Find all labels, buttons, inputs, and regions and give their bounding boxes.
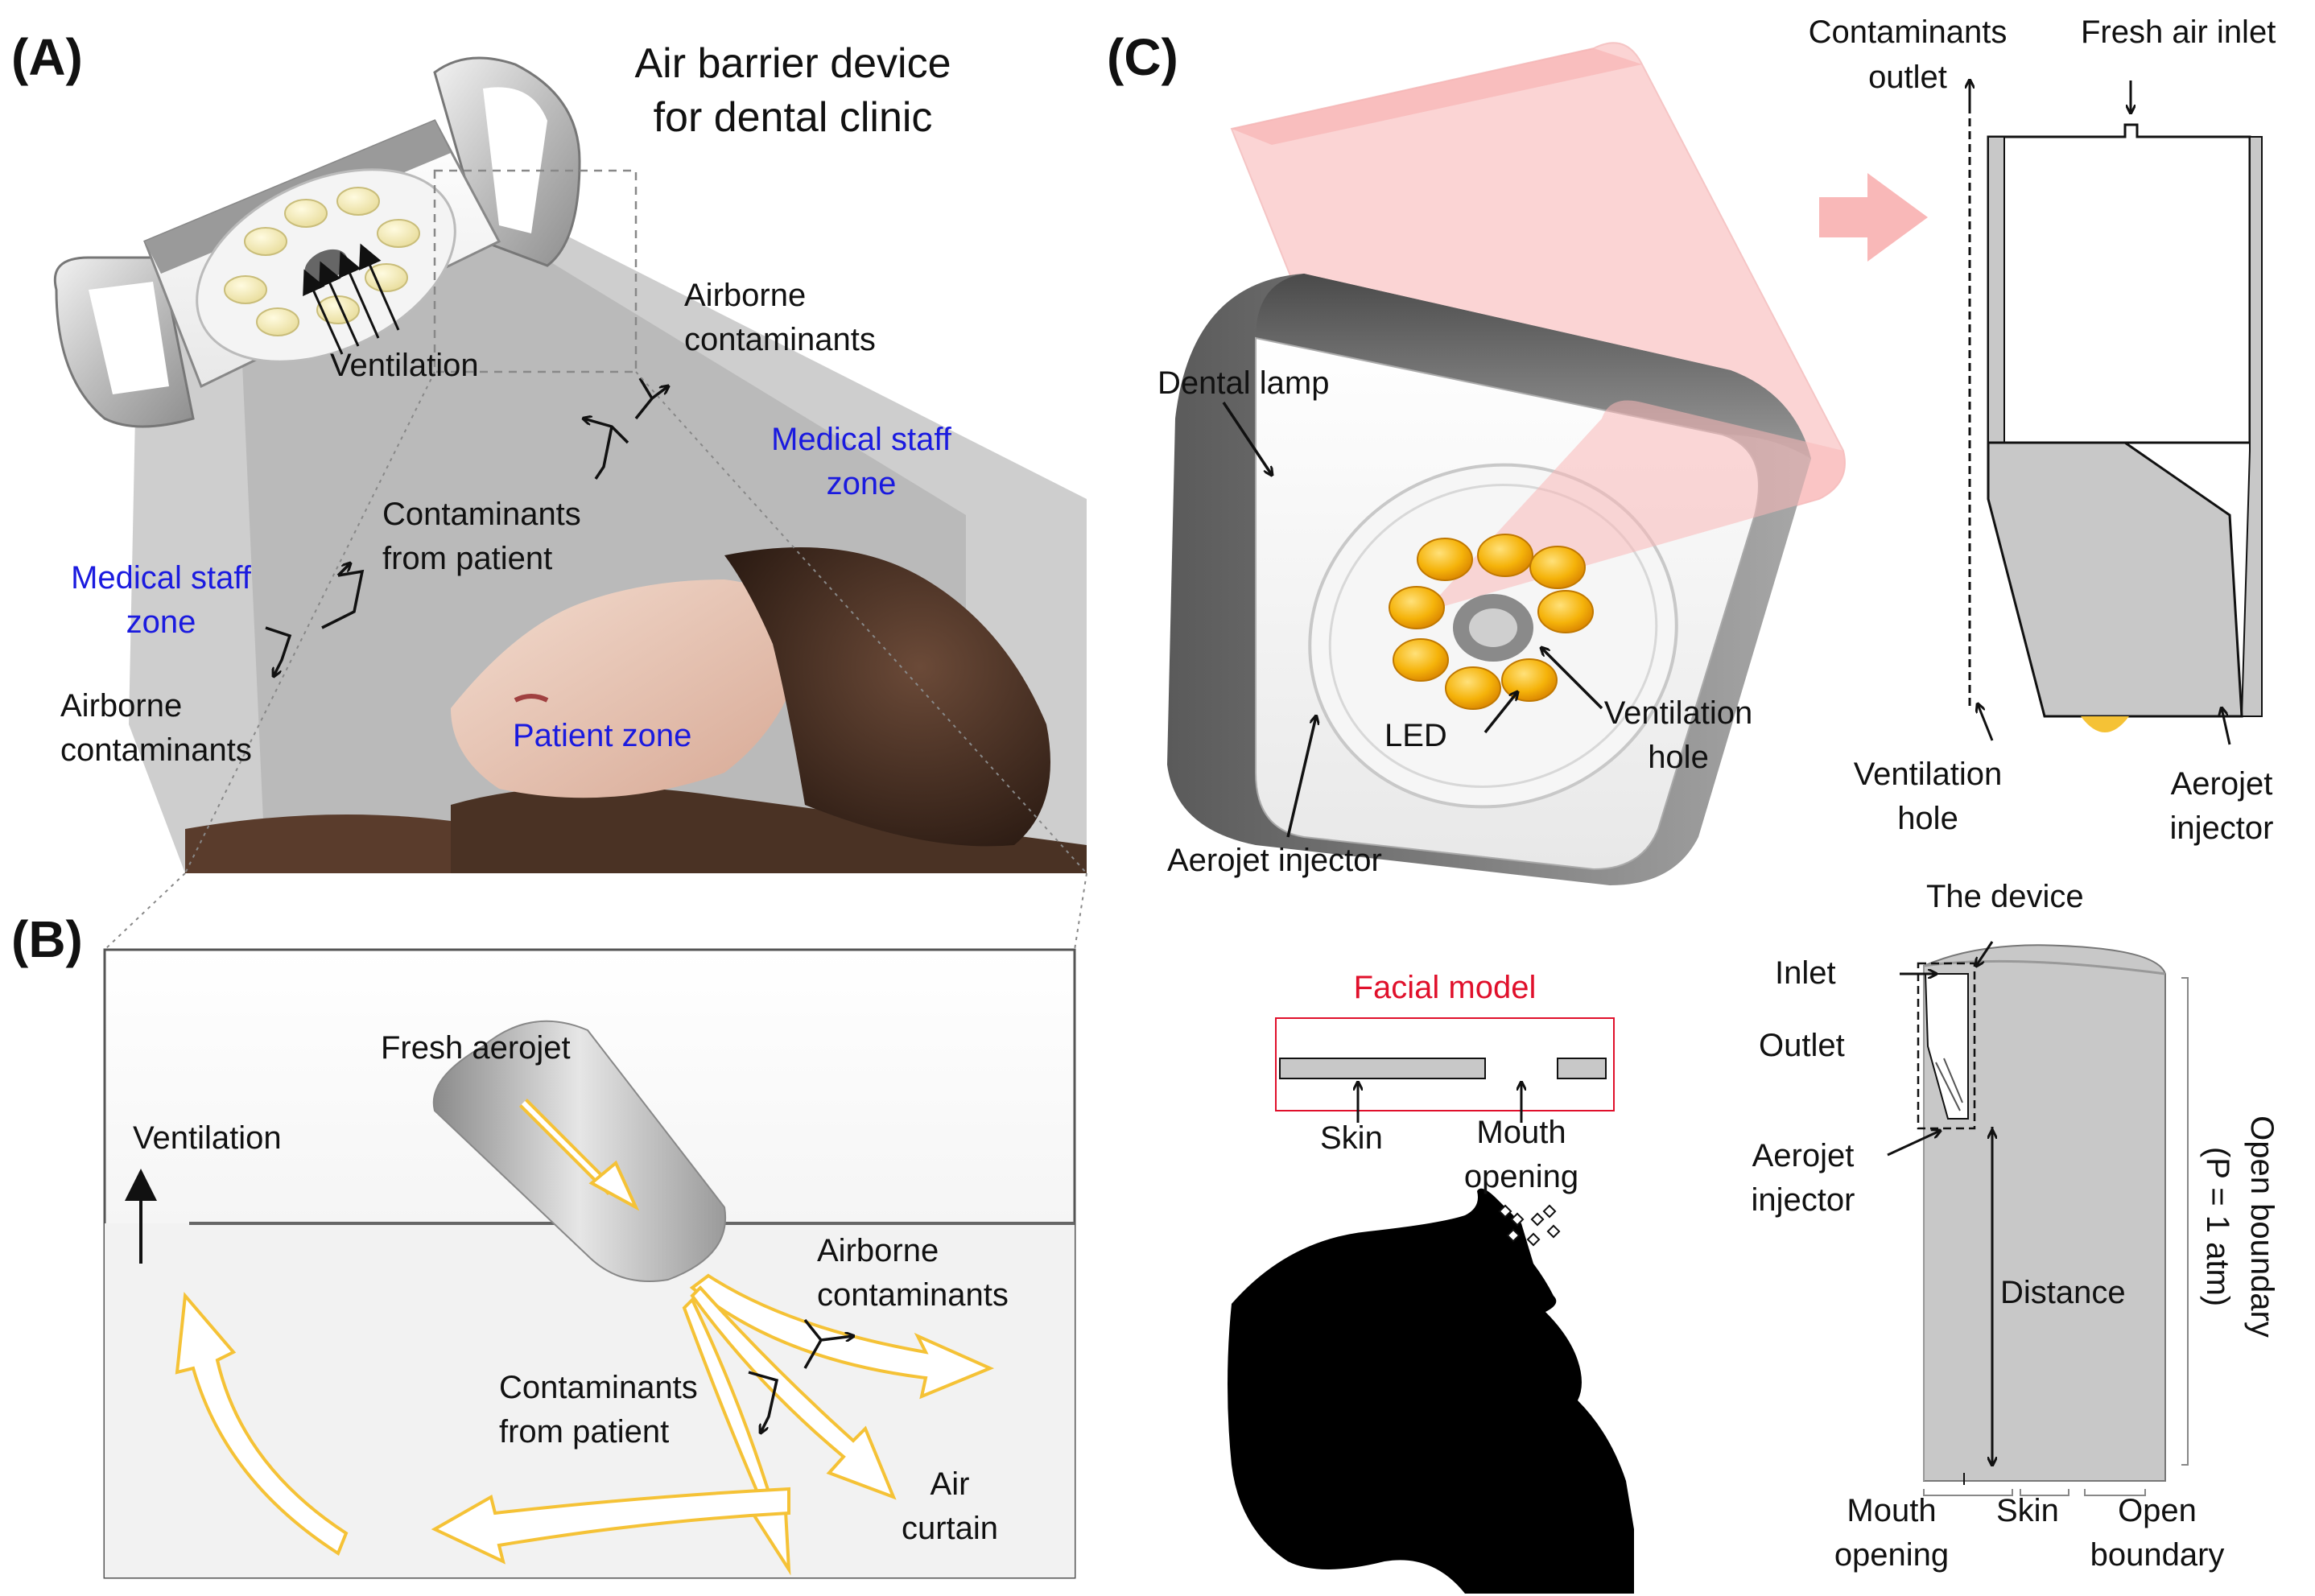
staff-zone-right-2: zone [826,466,897,501]
staff-zone-left-2: zone [126,604,196,640]
vent-hole-label-2: hole [1648,740,1709,775]
skin-label-face: Skin [1320,1120,1383,1156]
contam-outlet-label-2: outlet [1868,60,1947,95]
air-curtain-label-2: curtain [901,1511,999,1546]
bottom-mouth-label-2: opening [1834,1537,1950,1573]
outlet-label: Outlet [1759,1028,1845,1063]
bottom-skin-label: Skin [1996,1493,2059,1528]
pink-arrow [1819,173,1928,262]
airborne-left-label-2: contaminants [60,732,252,768]
contam-outlet-label-1: Contaminants [1808,14,2008,50]
fresh-air-inlet-label: Fresh air inlet [2081,14,2276,50]
airborne-top-label-1: Airborne [684,278,807,313]
section-aerojet-label-2: injector [2169,810,2274,846]
inlet-label: Inlet [1775,955,1836,991]
contam-label-b-2: from patient [499,1414,670,1450]
panel-letter-b: (B) [11,910,83,968]
mouth-opening-label-2: opening [1463,1159,1579,1194]
the-device-label: The device [1926,879,2084,914]
led-label: LED [1384,718,1447,753]
contam-label-b-1: Contaminants [499,1370,698,1405]
vent-hole-label-1: Ventilation [1603,695,1753,731]
panel-c-section-graphics [1970,80,2263,745]
mouth-opening-label-1: Mouth [1476,1115,1566,1150]
airborne-label-b-1: Airborne [817,1233,939,1268]
domain-aerojet-label-1: Aerojet [1752,1138,1855,1173]
airborne-top-label-2: contaminants [684,322,876,357]
distance-label: Distance [2000,1275,2126,1310]
panel-b-graphics [103,948,1076,1579]
contam-patient-label-1: Contaminants [382,497,581,532]
aerojet-injector-label-lamp: Aerojet injector [1167,843,1382,878]
patient-zone-label: Patient zone [513,718,692,753]
airborne-left-label-1: Airborne [60,688,183,724]
aerojet-nozzle [432,1020,727,1282]
section-vent-hole-label-2: hole [1897,801,1958,836]
domain-aerojet-label-2: injector [1751,1182,1855,1218]
staff-zone-right-1: Medical staff [771,422,951,457]
bottom-open-label-1: Open [2118,1493,2197,1528]
section-aerojet-label-1: Aerojet [2170,766,2273,802]
panel-letter-c: (C) [1107,28,1178,86]
section-vent-hole-label-1: Ventilation [1853,757,2003,792]
open-boundary-side-label-1: Open boundary [2244,1116,2280,1338]
dental-lamp-a [54,56,581,428]
contam-patient-label-2: from patient [382,541,553,576]
facial-model-label: Facial model [1353,970,1537,1005]
panel-a-graphics [54,56,1087,951]
airborne-label-b-2: contaminants [817,1277,1009,1313]
panel-c-domain-graphics [1887,941,2189,1496]
head-silhouette [1228,1188,1634,1594]
panel-a-title-line1: Air barrier device [634,40,951,87]
staff-zone-left-1: Medical staff [71,560,251,596]
dental-lamp-label: Dental lamp [1158,365,1330,401]
air-curtain-label-1: Air [930,1466,970,1502]
ventilation-label-b: Ventilation [133,1120,282,1156]
panel-c-face-graphics [1228,1017,1634,1594]
open-boundary-side-label-2: (P = 1 atm) [2200,1146,2235,1307]
patient-illustration [185,547,1087,873]
bottom-mouth-label-1: Mouth [1847,1493,1937,1528]
fresh-aerojet-label: Fresh aerojet [381,1030,571,1066]
panel-letter-a: (A) [11,28,83,86]
bottom-open-label-2: boundary [2090,1537,2225,1573]
panel-c-lamp-graphics [1167,42,1928,885]
panel-a-title-line2: for dental clinic [653,94,933,141]
ventilation-label-a: Ventilation [330,348,479,383]
